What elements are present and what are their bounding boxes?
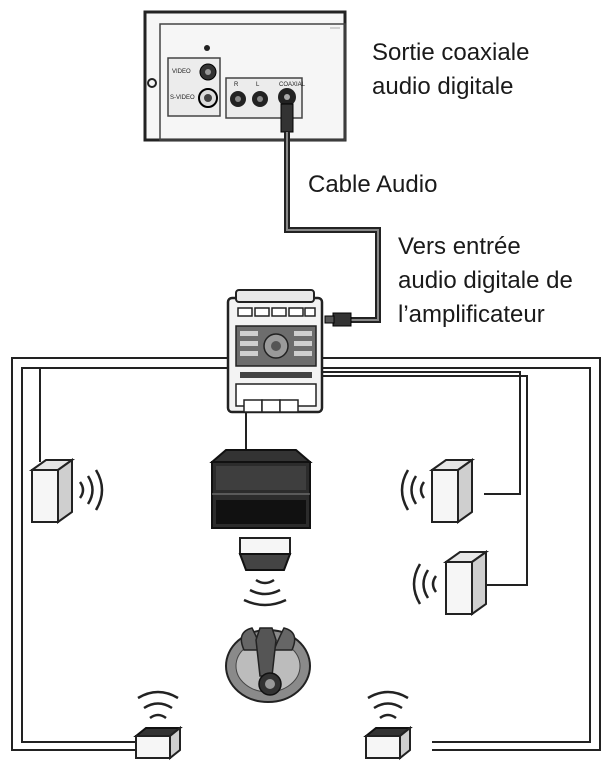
cable-label: Cable Audio [308, 171, 438, 198]
amplifier [226, 289, 324, 414]
audio-r-label: R [234, 82, 239, 88]
speaker-wiring [11, 357, 601, 751]
sound-waves-icon [367, 690, 409, 720]
sound-waves-icon [400, 469, 426, 511]
amp-input-label-line2: audio digitale de [398, 267, 573, 294]
speaker-rear-left [133, 690, 183, 761]
svideo-jack-label: S-VIDEO [170, 95, 195, 101]
speaker-front-right [400, 458, 476, 524]
video-jack-label: VIDEO [172, 69, 191, 75]
sound-waves-icon [412, 563, 438, 605]
audio-l-label: L [256, 82, 260, 88]
listener-icon [225, 627, 311, 703]
amp-input-label-line3: l’amplificateur [398, 301, 545, 328]
sound-waves-icon [137, 690, 179, 720]
speaker-center [238, 537, 292, 607]
coaxial-label: COAXIAL [279, 82, 306, 88]
dvd-player-rear-panel: VIDEO S-VIDEO R L COAXIAL [143, 10, 347, 142]
amp-input-label-line1: Vers entrée [398, 233, 521, 260]
screw-icon [147, 78, 157, 88]
speaker-surround-right [412, 550, 490, 616]
digital-audio-cable [280, 103, 381, 327]
sound-waves-icon [78, 469, 104, 511]
speaker-rear-right [363, 690, 413, 761]
television [209, 449, 313, 529]
speaker-front-left [28, 458, 104, 524]
sound-waves-icon [243, 578, 287, 607]
coax-output-label-line1: Sortie coaxiale [372, 39, 530, 66]
coax-output-label-line2: audio digitale [372, 73, 514, 100]
